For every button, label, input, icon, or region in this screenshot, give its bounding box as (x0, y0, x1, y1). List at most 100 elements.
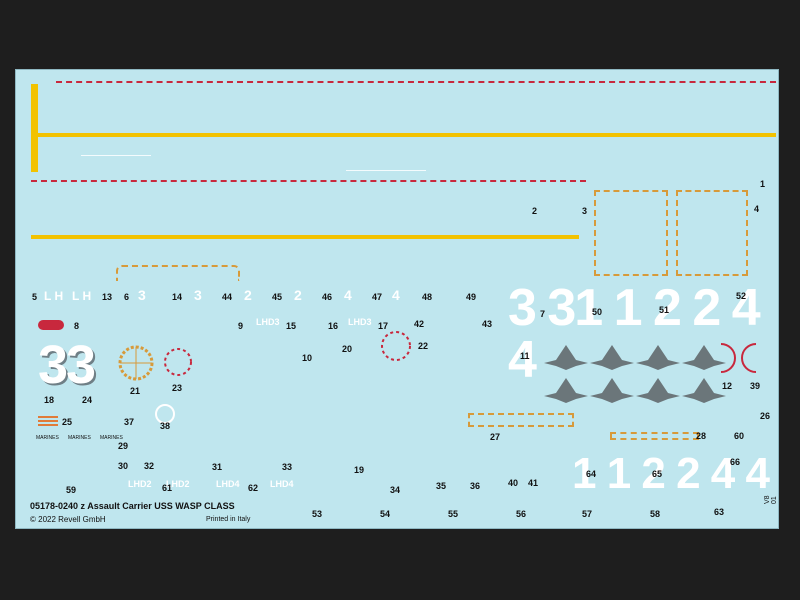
ref-28: 28 (696, 431, 707, 441)
stripes-25 (38, 416, 58, 426)
hull-number-large-bottom: 1 1 2 2 4 4 (572, 449, 770, 498)
deck-stripe-long-bottom (31, 235, 579, 239)
ref-21: 21 (130, 386, 141, 396)
ref-15: 15 (286, 321, 297, 331)
ref-65: 65 (652, 469, 663, 479)
ref-33: 33 (282, 462, 293, 472)
ref-57: 57 (582, 509, 593, 519)
ref-16: 16 (328, 321, 339, 331)
ref-23: 23 (172, 383, 183, 393)
ref-54: 54 (380, 509, 391, 519)
hull-number-33: 33 (38, 335, 96, 395)
ref-19: 19 (354, 465, 365, 475)
ref-36: 36 (470, 481, 481, 491)
ref-2: 2 (532, 206, 538, 216)
lh-mark-1: L H (44, 289, 64, 303)
ref-4: 4 (754, 204, 760, 214)
ref-13: 13 (102, 292, 113, 302)
ref-35: 35 (436, 481, 447, 491)
ref-30: 30 (118, 461, 129, 471)
ref-56: 56 (516, 509, 527, 519)
lh-mark-2: L H (72, 289, 92, 303)
panel-outline-4 (676, 190, 748, 276)
strip-outline-28 (610, 432, 699, 440)
deck-num-4b: 4 (392, 287, 400, 303)
ref-58: 58 (650, 509, 661, 519)
ref-59: 59 (66, 485, 77, 495)
marines-label-2: MARINES (68, 435, 91, 441)
ref-55: 55 (448, 509, 459, 519)
ramp-outline-27 (468, 413, 574, 427)
ref-63: 63 (714, 507, 725, 517)
ref-18: 18 (44, 395, 55, 405)
deck-num-4a: 4 (344, 287, 352, 303)
ref-20: 20 (342, 344, 353, 354)
ref-49: 49 (466, 292, 477, 302)
deck-num-3a: 3 (138, 287, 146, 303)
ref-25: 25 (62, 417, 73, 427)
ref-17: 17 (378, 321, 389, 331)
marines-label-3: MARINES (100, 435, 123, 441)
lhd-mark-61b: LHD2 (166, 479, 190, 489)
ref-29: 29 (118, 441, 129, 451)
ref-1: 1 (760, 179, 766, 189)
ref-26: 26 (760, 411, 771, 421)
panel-outline-3 (594, 190, 668, 276)
ref-41: 41 (528, 478, 539, 488)
marines-label-1: MARINES (36, 435, 59, 441)
ref-47: 47 (372, 292, 383, 302)
ref-46: 46 (322, 292, 333, 302)
ref-45: 45 (272, 292, 283, 302)
sheet-code: V8 01 (764, 495, 778, 504)
ref-7: 7 (540, 309, 546, 319)
ref-43: 43 (482, 319, 493, 329)
ref-11: 11 (520, 351, 530, 361)
lhd-mark-15: LHD3 (256, 317, 280, 327)
ref-39: 39 (750, 381, 761, 391)
ref-66: 66 (730, 457, 741, 467)
lhd-mark-62b: LHD4 (270, 479, 294, 489)
lhd-mark-17: LHD3 (348, 317, 372, 327)
ref-51: 51 (659, 305, 670, 315)
deck-line-a (81, 155, 151, 156)
ref-61: 61 (162, 483, 173, 493)
decal-sheet: 3 31 1 2 2 4 4 1 1 2 2 4 4 33 L H L H 3 … (16, 70, 778, 528)
ref-6: 6 (124, 292, 130, 302)
ref-22: 22 (418, 341, 429, 351)
ref-24: 24 (82, 395, 93, 405)
deck-num-2b: 2 (294, 287, 302, 303)
ref-27: 27 (490, 432, 501, 442)
ref-60: 60 (734, 431, 745, 441)
ref-52: 52 (736, 291, 747, 301)
deck-num-2a: 2 (244, 287, 252, 303)
ref-31: 31 (212, 462, 223, 472)
product-line: 05178-0240 z Assault Carrier USS WASP CL… (30, 501, 235, 511)
hull-number-large-top: 3 31 1 2 2 4 4 (508, 279, 761, 389)
ref-48: 48 (422, 292, 433, 302)
ref-10: 10 (302, 353, 313, 363)
ref-50: 50 (592, 307, 603, 317)
ref-32: 32 (144, 461, 155, 471)
ramp-outline-top (116, 265, 240, 281)
ref-12: 12 (722, 381, 733, 391)
ref-3: 3 (582, 206, 588, 216)
deck-stripe-long-top (31, 133, 776, 137)
printed-in: Printed in Italy (206, 516, 251, 523)
ref-40: 40 (508, 478, 519, 488)
deck-edge-dashes-mid (31, 180, 586, 182)
deck-num-3b: 3 (194, 287, 202, 303)
lhd-mark-62a: LHD4 (216, 479, 240, 489)
ref-8: 8 (74, 321, 80, 331)
ref-9: 9 (238, 321, 244, 331)
ref-5: 5 (32, 292, 38, 302)
ref-44: 44 (222, 292, 233, 302)
deck-edge-dashes-top (56, 81, 776, 83)
ref-37: 37 (124, 417, 135, 427)
ref-62: 62 (248, 483, 259, 493)
ref-64: 64 (586, 469, 597, 479)
ref-34: 34 (390, 485, 401, 495)
insignia-8 (38, 320, 64, 330)
ref-53: 53 (312, 509, 323, 519)
ref-14: 14 (172, 292, 183, 302)
deck-stripe-vertical (31, 84, 38, 172)
